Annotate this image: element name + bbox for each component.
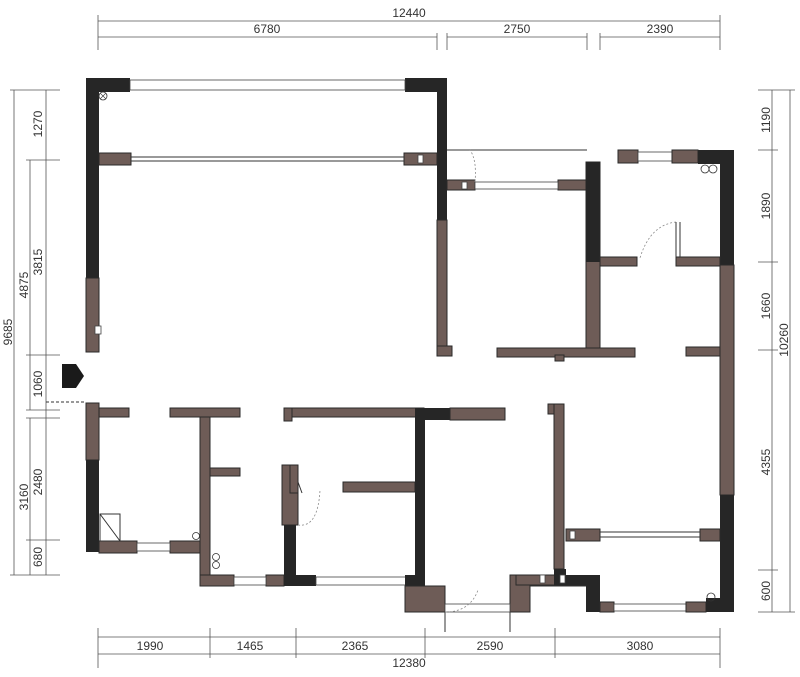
dim-right-4: 600: [759, 581, 773, 601]
wall-segment: [671, 149, 699, 164]
dim-left-inner-2: 1060: [31, 370, 45, 397]
wall-segment: [85, 402, 100, 461]
dim-bottom-4: 3080: [627, 639, 654, 653]
dim-bottom-0: 1990: [137, 639, 164, 653]
dim-right-2: 1660: [759, 292, 773, 319]
dim-bottom-2: 2365: [342, 639, 369, 653]
wall-segment: [436, 219, 448, 357]
dim-left-inner-4: 680: [31, 547, 45, 567]
wall-segment: [199, 574, 235, 587]
dim-right-1: 1890: [759, 192, 773, 219]
wall-segment: [404, 585, 446, 613]
window: [461, 181, 468, 190]
dim-top-total: 12440: [392, 6, 426, 20]
wall-segment: [405, 78, 447, 92]
dim-left-total: 9685: [1, 318, 15, 345]
window: [129, 79, 406, 91]
dim-left-mid-1: 3160: [17, 483, 31, 510]
floor-drain-icon: [706, 592, 716, 602]
wall-segment: [720, 495, 734, 612]
window: [444, 603, 511, 613]
window: [233, 576, 267, 586]
wall-segment: [85, 277, 100, 353]
wall-segment: [496, 347, 636, 358]
wall-segment: [289, 464, 299, 494]
dim-top-2: 2390: [647, 22, 674, 36]
floor-drain-icon: [98, 91, 108, 101]
wall-segment: [617, 149, 639, 164]
wall-segment: [685, 346, 721, 357]
wall-segment: [283, 407, 293, 422]
wall-segment: [449, 407, 506, 421]
window: [474, 181, 559, 190]
window: [569, 530, 576, 540]
left-dimensions: 9685 4875 3160 1270 3815 1060 2480 680: [1, 89, 60, 576]
window: [136, 542, 171, 552]
dim-left-inner-3: 2480: [31, 468, 45, 495]
wall-segment: [720, 150, 734, 265]
dim-left-inner-1: 3815: [31, 248, 45, 275]
wall-segment: [557, 179, 588, 191]
dim-bottom-1: 1465: [237, 639, 264, 653]
wall-segment: [209, 467, 241, 477]
wall-segment: [436, 345, 453, 357]
walls: [46, 78, 735, 632]
wall-segment: [284, 575, 316, 586]
bottom-dimensions: 1990 1465 2365 2590 3080 12380: [97, 628, 721, 670]
wall-segment: [169, 540, 201, 554]
wall-segment: [515, 574, 557, 586]
wall-segment: [446, 179, 476, 191]
wall-segment: [265, 574, 285, 587]
dim-right-total: 10260: [777, 323, 791, 357]
window: [94, 325, 102, 335]
wall-segment: [599, 256, 638, 267]
wall-segment: [586, 575, 600, 612]
floor-drain-icon: [700, 164, 718, 174]
floor-drain-icon: [212, 553, 220, 569]
wall-segment: [437, 78, 447, 220]
dim-top-0: 6780: [254, 22, 281, 36]
entrance-arrow-icon: [62, 364, 84, 388]
window: [613, 603, 687, 612]
wall-segment: [685, 601, 707, 613]
dim-right-3: 4355: [759, 448, 773, 475]
dim-left-mid-0: 4875: [17, 271, 31, 298]
dim-bottom-total: 12380: [392, 656, 426, 670]
wall-segment: [199, 416, 211, 586]
window: [539, 574, 546, 584]
top-dimensions: 12440 6780 2750 2390: [97, 6, 721, 50]
dim-top-1: 2750: [504, 22, 531, 36]
dim-right-0: 1190: [759, 107, 773, 133]
wall-segment: [706, 598, 734, 612]
window: [559, 574, 566, 584]
wall-segment: [699, 528, 721, 542]
wall-segment: [283, 407, 425, 418]
wall-segment: [98, 540, 138, 554]
door-swings: [297, 481, 321, 526]
wall-segment: [169, 407, 241, 418]
wall-segment: [415, 408, 425, 586]
floor-drain-icon: [192, 532, 200, 540]
wall-segment: [342, 481, 416, 493]
wall-segment: [86, 78, 99, 278]
wall-segment: [586, 162, 600, 262]
window: [315, 576, 407, 586]
wall-segment: [719, 264, 735, 496]
right-dimensions: 1190 1890 1660 4355 600 10260: [758, 89, 795, 613]
wall-segment: [284, 525, 296, 585]
wall-segment: [566, 575, 600, 586]
wall-segment: [554, 354, 565, 362]
wall-segment: [599, 601, 615, 613]
wall-segment: [86, 460, 99, 552]
wall-segment: [98, 152, 132, 166]
window: [637, 151, 673, 162]
wall-segment: [553, 403, 565, 570]
window: [417, 154, 424, 164]
dim-bottom-3: 2590: [477, 639, 504, 653]
wall-segment: [98, 407, 130, 418]
dim-left-inner-0: 1270: [31, 110, 45, 137]
wall-segment: [675, 256, 721, 267]
